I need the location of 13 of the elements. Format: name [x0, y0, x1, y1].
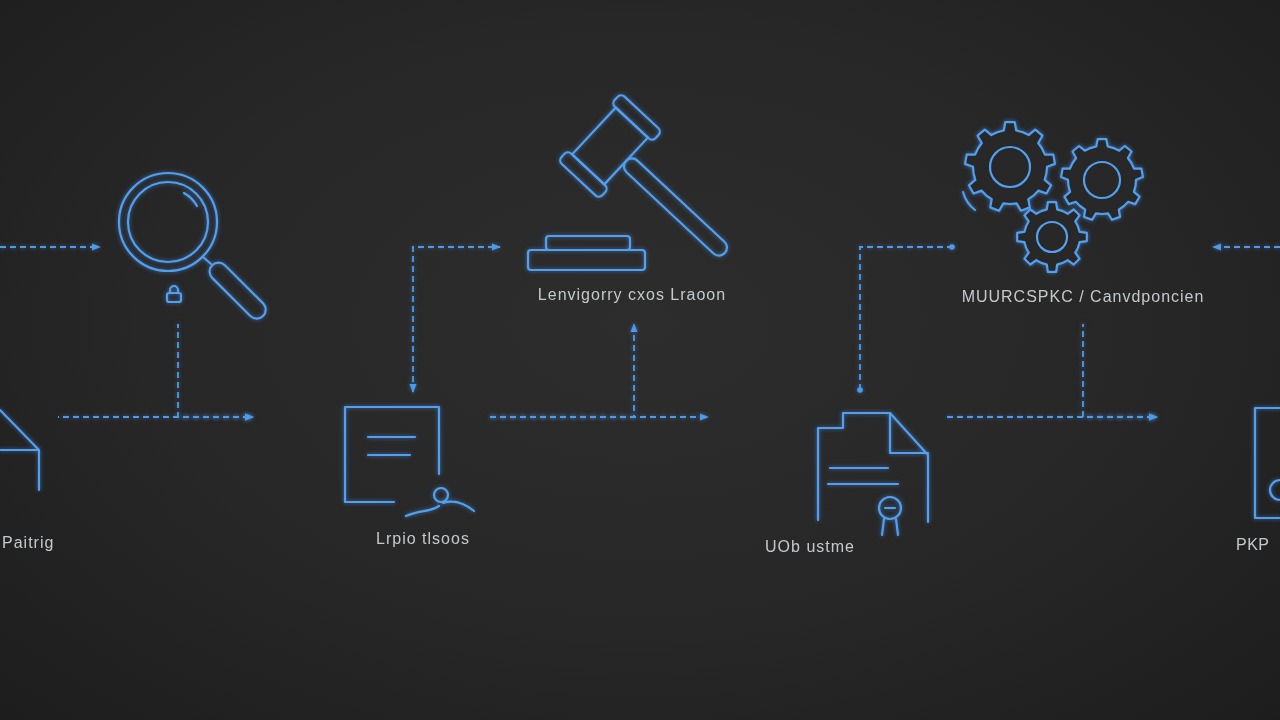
dashed-arrow — [1212, 243, 1280, 251]
dashed-arrow — [1082, 323, 1158, 421]
dashed-arrow — [489, 413, 709, 421]
step-label: UOb ustme — [765, 538, 855, 556]
step-label: Lrpio tlsoos — [376, 530, 470, 548]
dashed-double-arrow — [409, 243, 501, 393]
step-label: Paitrig — [2, 534, 55, 552]
step-label: PKP — [1236, 536, 1270, 554]
dashed-arrow — [0, 243, 101, 251]
step-label: Lenvigorry cxos Lraoon — [537, 286, 727, 304]
dashed-arrow — [177, 323, 254, 421]
step-label: MUURCSPKC / Canvdponcien — [961, 288, 1205, 306]
dashed-connector — [857, 244, 955, 393]
